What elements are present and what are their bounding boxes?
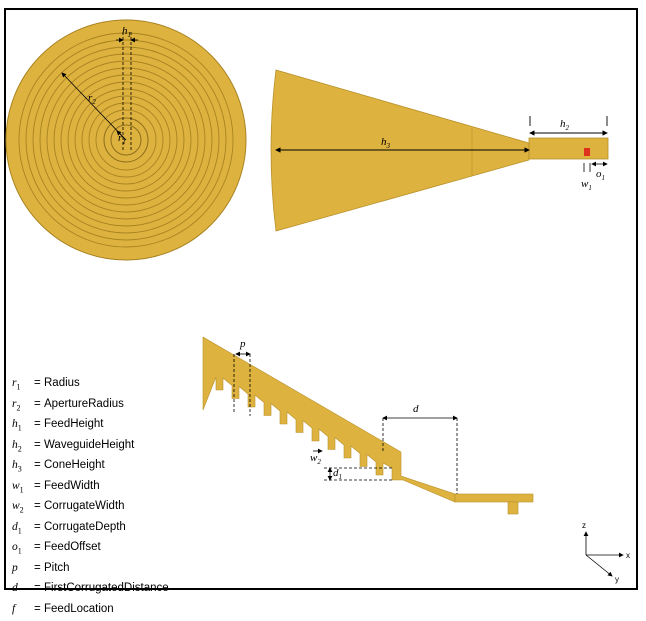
legend-equals: = bbox=[34, 478, 44, 494]
legend-row: d1=CorrugateDepth bbox=[12, 519, 169, 540]
legend-row: h1=FeedHeight bbox=[12, 416, 169, 437]
legend-symbol: w2 bbox=[12, 498, 34, 519]
legend-equals: = bbox=[34, 416, 44, 432]
axis-y-label: y bbox=[615, 575, 619, 584]
cross-section-view: p d w2 d1 bbox=[203, 337, 533, 514]
legend-row: w1=FeedWidth bbox=[12, 478, 169, 499]
legend-symbol: r2 bbox=[12, 396, 34, 417]
legend-text: Pitch bbox=[44, 562, 70, 574]
legend-row: f=FeedLocation bbox=[12, 601, 169, 621]
side-view: h3 h2 o1 w1 bbox=[271, 70, 608, 231]
legend-text: ConeHeight bbox=[44, 459, 105, 471]
legend-row: d=FirstCorrugatedDistance bbox=[12, 580, 169, 601]
legend-symbol: w1 bbox=[12, 478, 34, 499]
legend-equals: = bbox=[34, 539, 44, 555]
legend-symbol: d1 bbox=[12, 519, 34, 540]
axes-triad: z x y bbox=[582, 521, 630, 584]
legend-row: r1=Radius bbox=[12, 375, 169, 396]
label-o1: o1 bbox=[596, 168, 605, 182]
legend-symbol: f bbox=[12, 601, 34, 621]
label-w2: w2 bbox=[310, 452, 321, 466]
label-w1: w1 bbox=[581, 178, 592, 192]
legend-equals: = bbox=[34, 498, 44, 514]
legend-text: CorrugateDepth bbox=[44, 521, 126, 533]
legend-symbol: p bbox=[12, 560, 34, 581]
legend-row: r2=ApertureRadius bbox=[12, 396, 169, 417]
legend-text: FeedLocation bbox=[44, 603, 114, 615]
axis-z-label: z bbox=[582, 521, 586, 530]
feed-section bbox=[508, 502, 518, 514]
legend-equals: = bbox=[34, 457, 44, 473]
legend-text: WaveguideHeight bbox=[44, 439, 134, 451]
legend-symbol: r1 bbox=[12, 375, 34, 396]
waveguide-body bbox=[529, 138, 608, 159]
legend-equals: = bbox=[34, 437, 44, 453]
legend-equals: = bbox=[34, 580, 44, 596]
legend-symbol: d bbox=[12, 580, 34, 601]
legend-row: p=Pitch bbox=[12, 560, 169, 581]
legend-row: h3=ConeHeight bbox=[12, 457, 169, 478]
label-h2: h2 bbox=[560, 118, 570, 132]
label-d1: d1 bbox=[333, 467, 342, 481]
legend-equals: = bbox=[34, 519, 44, 535]
legend-row: w2=CorrugateWidth bbox=[12, 498, 169, 519]
feed-pin bbox=[584, 148, 590, 156]
axis-x-label: x bbox=[626, 551, 630, 560]
legend-symbol: h3 bbox=[12, 457, 34, 478]
legend-text: FeedWidth bbox=[44, 480, 100, 492]
legend-text: FeedOffset bbox=[44, 541, 101, 553]
legend-text: FirstCorrugatedDistance bbox=[44, 582, 169, 594]
legend-equals: = bbox=[34, 375, 44, 391]
legend-text: CorrugateWidth bbox=[44, 500, 125, 512]
legend-symbol: h2 bbox=[12, 437, 34, 458]
legend-row: h2=WaveguideHeight bbox=[12, 437, 169, 458]
legend-text: Radius bbox=[44, 377, 80, 389]
legend-text: ApertureRadius bbox=[44, 398, 124, 410]
cone-body bbox=[271, 70, 529, 231]
legend-text: FeedHeight bbox=[44, 418, 103, 430]
corrugated-wall bbox=[203, 337, 455, 502]
legend-row: o1=FeedOffset bbox=[12, 539, 169, 560]
legend-symbol: h1 bbox=[12, 416, 34, 437]
label-p: p bbox=[239, 338, 246, 350]
legend-equals: = bbox=[34, 601, 44, 617]
legend-symbol: o1 bbox=[12, 539, 34, 560]
front-view: h1 r2 r1 bbox=[6, 20, 246, 260]
legend-equals: = bbox=[34, 396, 44, 412]
label-d: d bbox=[413, 403, 419, 415]
waveguide-section bbox=[455, 494, 533, 502]
legend-equals: = bbox=[34, 560, 44, 576]
